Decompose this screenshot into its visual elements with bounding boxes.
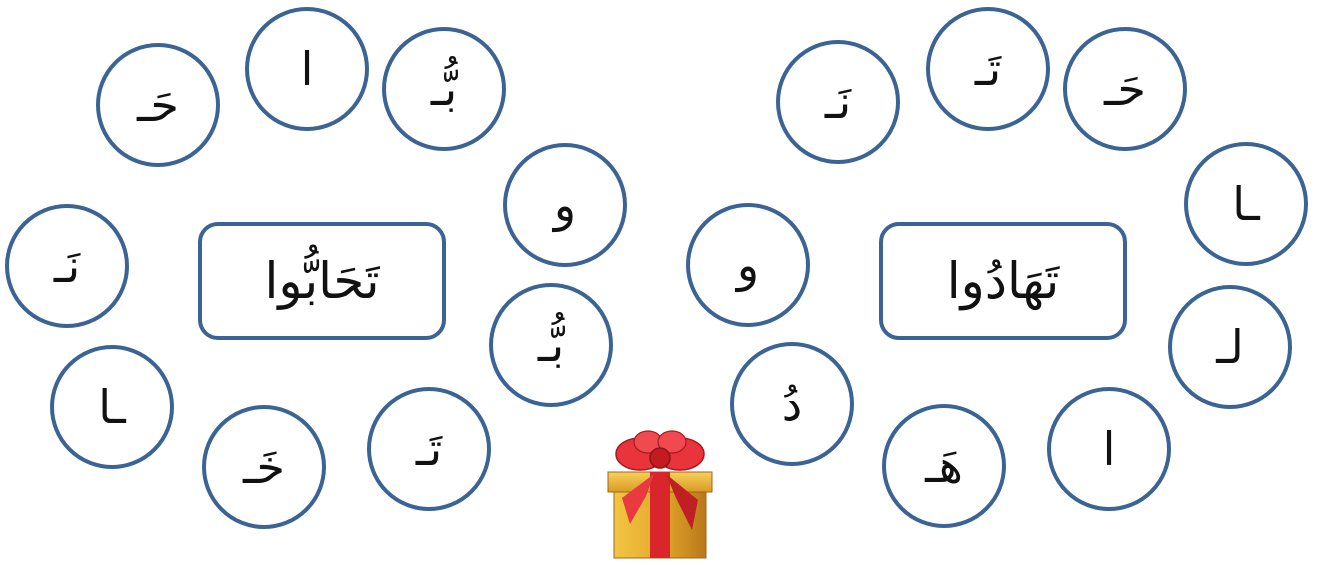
left-letter-circle[interactable]: و	[503, 143, 627, 267]
left-letter-circle[interactable]: نَـ	[5, 204, 129, 328]
letter: ـا	[1232, 177, 1260, 231]
letter: و	[737, 238, 759, 292]
left-letter-circle[interactable]: ـا	[50, 345, 174, 469]
letter: حَـ	[1104, 62, 1146, 116]
letter: هَـ	[925, 439, 963, 493]
letter: بُّـ	[431, 62, 457, 116]
right-letter-circle[interactable]: دُ	[730, 342, 854, 466]
gift-ribbon-vertical	[650, 472, 670, 558]
left-letter-circle[interactable]: ا	[245, 7, 369, 131]
left-letter-circle[interactable]: تَـ	[367, 387, 491, 511]
letter: ـا	[98, 380, 126, 434]
letter: تَـ	[416, 422, 442, 476]
right-letter-circle[interactable]: لـ	[1168, 285, 1292, 409]
letter: و	[554, 178, 576, 232]
gift-box-icon[interactable]	[600, 428, 720, 562]
left-letter-circle[interactable]: بُّـ	[382, 27, 506, 151]
right-letter-circle[interactable]: ـا	[1184, 142, 1308, 266]
left-word: تَحَابُّوا	[264, 252, 379, 310]
letter: لـ	[1216, 320, 1244, 374]
letter: خَـ	[243, 440, 285, 494]
letter: نَـ	[54, 239, 80, 293]
right-word: تَهَادُوا	[947, 252, 1060, 310]
gift-bow-knot	[650, 448, 670, 468]
left-word-box: تَحَابُّوا	[198, 222, 446, 340]
letter: نَـ	[825, 75, 851, 129]
right-letter-circle[interactable]: تَـ	[926, 7, 1050, 131]
letter: ا	[301, 42, 314, 96]
right-letter-circle[interactable]: و	[686, 203, 810, 327]
right-letter-circle[interactable]: نَـ	[776, 40, 900, 164]
left-letter-circle[interactable]: خَـ	[202, 405, 326, 529]
left-letter-circle[interactable]: حَـ	[96, 43, 220, 167]
letter: بُّـ	[538, 318, 564, 372]
right-letter-circle[interactable]: حَـ	[1063, 27, 1187, 151]
letter: دُ	[782, 377, 802, 431]
letter: حَـ	[137, 78, 179, 132]
letter: تَـ	[975, 42, 1001, 96]
letter: ا	[1103, 422, 1116, 476]
right-word-box: تَهَادُوا	[879, 222, 1127, 340]
right-letter-circle[interactable]: هَـ	[882, 404, 1006, 528]
right-letter-circle[interactable]: ا	[1047, 387, 1171, 511]
left-letter-circle[interactable]: بُّـ	[489, 283, 613, 407]
